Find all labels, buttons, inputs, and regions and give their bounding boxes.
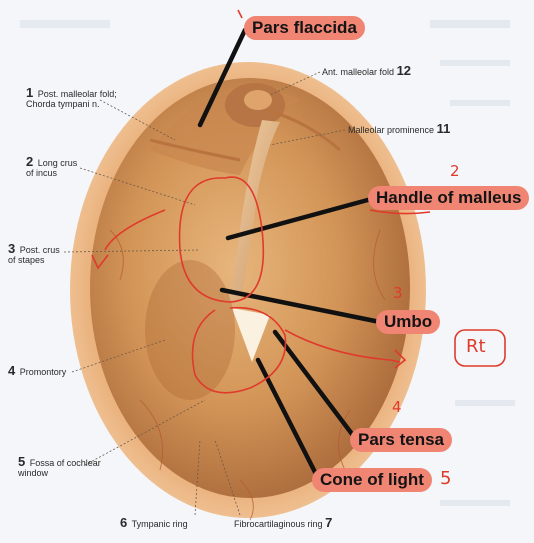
label-fibrocartilaginous-ring: Fibrocartilaginous ring 7 [234,516,374,530]
label-text: Malleolar prominence [348,125,434,135]
highlight-handle-of-malleus: Handle of malleus [368,186,529,210]
label-post-malleolar-fold: 1 Post. malleolar fold; Chorda tympani n… [26,86,156,109]
label-number: 6 [120,515,127,530]
label-text: Post. malleolar fold; Chorda tympani n. [26,89,117,109]
label-text: Fossa of cochlear window [18,458,101,478]
label-promontory: 4 Promontory [8,364,88,378]
label-text: Post. crus of stapes [8,245,60,265]
label-malleolar-prominence: Malleolar prominence 11 [348,122,478,136]
label-text: Long crus of incus [26,158,77,178]
label-long-crus-incus: 2 Long crus of incus [26,155,116,178]
ink-number-pars-tensa: 4 [392,398,402,416]
label-text: Ant. malleolar fold [322,67,394,77]
ink-box-text: Rt [466,336,486,357]
highlight-pars-tensa: Pars tensa [350,428,452,452]
highlight-pars-flaccida: Pars flaccida [244,16,365,40]
label-tympanic-ring: 6 Tympanic ring [120,516,230,530]
label-text: Fibrocartilaginous ring [234,519,323,529]
ink-number-umbo: 3 [393,284,403,302]
label-fossa-cochlear-window: 5 Fossa of cochlear window [18,455,128,478]
highlight-umbo: Umbo [376,310,440,334]
label-post-crus-stapes: 3 Post. crus of stapes [8,242,88,265]
highlight-cone-of-light: Cone of light [312,468,432,492]
label-ant-malleolar-fold: Ant. malleolar fold 12 [322,64,442,78]
label-number: 12 [397,63,411,78]
ink-number-cone: 5 [440,468,451,489]
ink-number-handle: 2 [450,162,460,180]
label-text: Tympanic ring [132,519,188,529]
label-number: 7 [325,515,332,530]
label-number: 11 [437,121,451,136]
label-number: 4 [8,363,15,378]
label-text: Promontory [20,367,67,377]
